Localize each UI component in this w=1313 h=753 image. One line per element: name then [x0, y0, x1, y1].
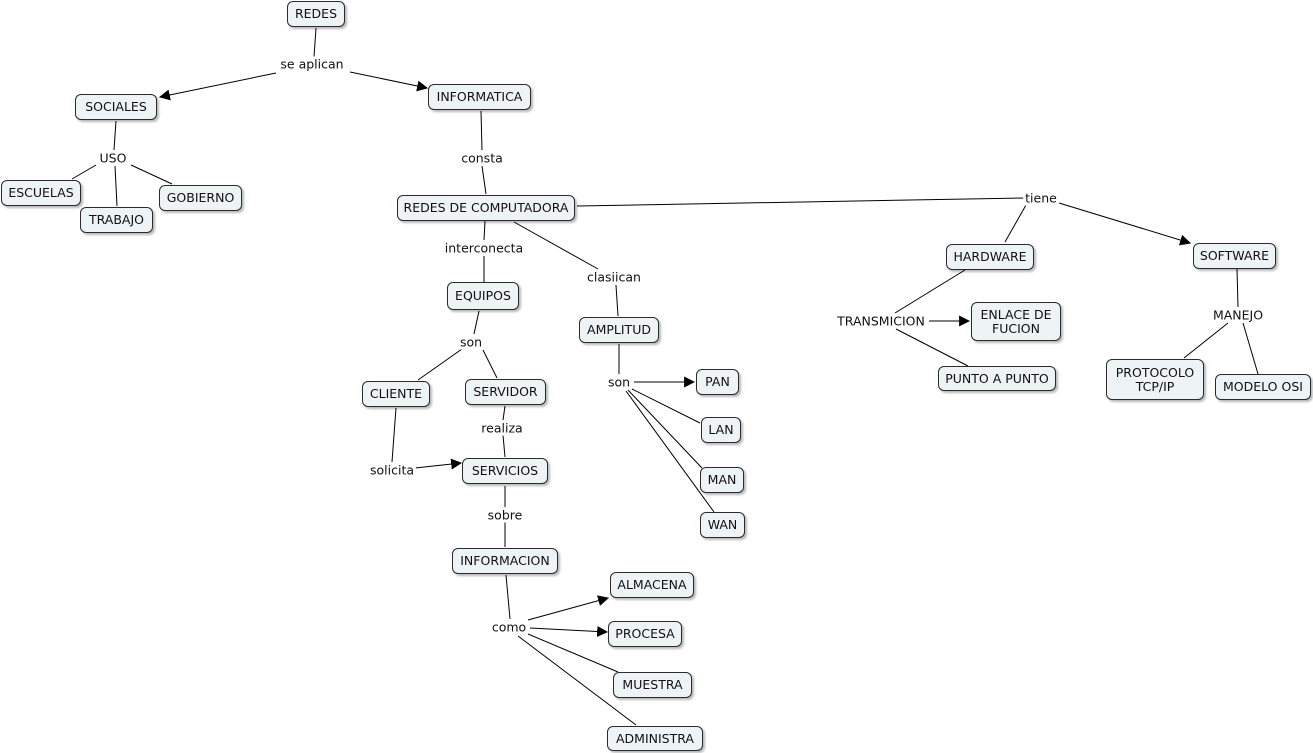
- edge-como-procesa: [529, 625, 609, 637]
- link-interconecta: interconecta: [442, 240, 526, 256]
- link-manejo: MANEJO: [1210, 307, 1266, 323]
- edge-uso-gobierno: [130, 164, 173, 185]
- edge-son-man: [627, 389, 703, 469]
- node-informatica[interactable]: INFORMATICA: [428, 84, 531, 110]
- node-software[interactable]: SOFTWARE: [1193, 243, 1276, 269]
- edge-son-wan: [625, 390, 715, 513]
- edge-solicita-servicios: [414, 458, 463, 470]
- edge-tiene-software: [1058, 202, 1192, 246]
- node-almacena[interactable]: ALMACENA: [610, 572, 694, 598]
- edge-seaplican-informatica: [349, 71, 429, 92]
- edge-software-manejo: [1236, 268, 1239, 308]
- node-cliente[interactable]: CLIENTE: [362, 381, 430, 407]
- edge-informatica-consta: [480, 110, 483, 151]
- node-redes-computadora[interactable]: REDES DE COMPUTADORA: [397, 195, 575, 221]
- edge-sociales-uso: [113, 120, 117, 151]
- link-son-amplitud: son: [605, 374, 633, 390]
- link-tiene: tiene: [1023, 190, 1059, 206]
- edge-redescomp-tiene: [576, 197, 1025, 207]
- node-sociales[interactable]: SOCIALES: [75, 94, 157, 120]
- edge-hardware-transmicion: [894, 269, 966, 314]
- edge-son-lan: [629, 387, 701, 424]
- node-procesa[interactable]: PROCESA: [608, 621, 682, 647]
- edge-servidor-realiza: [502, 405, 506, 421]
- link-transmicion: TRANSMICION: [835, 313, 927, 329]
- edge-seaplican-sociales: [158, 72, 277, 101]
- node-modelo-osi[interactable]: MODELO OSI: [1215, 374, 1311, 400]
- edge-son-cliente: [417, 348, 463, 381]
- node-man[interactable]: MAN: [700, 467, 744, 493]
- edge-manejo-modelo: [1242, 322, 1259, 375]
- edge-transmicion-punto: [895, 328, 969, 367]
- edge-equipos-son: [473, 310, 480, 335]
- link-se-aplican: se aplican: [278, 56, 346, 72]
- node-punto-a-punto[interactable]: PUNTO A PUNTO: [938, 366, 1056, 391]
- link-solicita: solicita: [367, 462, 417, 478]
- node-trabajo[interactable]: TRABAJO: [80, 207, 153, 233]
- link-como: como: [489, 619, 529, 635]
- link-realiza: realiza: [479, 420, 525, 436]
- node-enlace-de-fucion[interactable]: ENLACE DE FUCION: [971, 302, 1061, 341]
- link-consta: consta: [459, 150, 505, 166]
- node-protocolo-tcpip[interactable]: PROTOCOLO TCP/IP: [1106, 359, 1204, 400]
- edge-clasiican-amplitud: [615, 284, 619, 317]
- edge-redescomp-clasiican: [513, 221, 599, 270]
- edge-informacion-como: [505, 574, 511, 620]
- node-amplitud[interactable]: AMPLITUD: [579, 317, 659, 343]
- edge-consta-redes: [481, 165, 487, 195]
- edge-tiene-hardware: [1004, 204, 1027, 243]
- node-equipos[interactable]: EQUIPOS: [447, 282, 519, 310]
- edge-uso-trabajo: [114, 165, 118, 207]
- edge-como-almacena: [527, 595, 610, 621]
- node-hardware[interactable]: HARDWARE: [946, 244, 1034, 270]
- node-muestra[interactable]: MUESTRA: [613, 672, 692, 698]
- link-sobre: sobre: [485, 507, 525, 523]
- link-clasiican: clasiican: [585, 269, 643, 285]
- node-pan[interactable]: PAN: [696, 369, 739, 395]
- link-son-equipos: son: [457, 334, 485, 350]
- edge-uso-escuelas: [71, 164, 97, 180]
- node-escuelas[interactable]: ESCUELAS: [1, 180, 81, 206]
- edge-cliente-solicita: [391, 407, 397, 463]
- edge-manejo-protocolo: [1183, 322, 1229, 359]
- edge-realiza-servicios: [502, 434, 506, 458]
- node-gobierno[interactable]: GOBIERNO: [159, 185, 242, 211]
- node-servicios[interactable]: SERVICIOS: [462, 458, 548, 484]
- link-uso: USO: [97, 150, 129, 166]
- node-wan[interactable]: WAN: [700, 512, 745, 538]
- edge-redescomp-interconecta: [483, 220, 486, 241]
- edge-son-servidor: [482, 349, 498, 379]
- edge-como-muestra: [527, 633, 619, 673]
- node-lan[interactable]: LAN: [701, 417, 741, 443]
- edge-redes-seaplican: [313, 27, 317, 58]
- node-servidor[interactable]: SERVIDOR: [465, 379, 546, 405]
- edge-como-administra: [517, 635, 637, 726]
- node-redes[interactable]: REDES: [287, 1, 345, 27]
- node-administra[interactable]: ADMINISTRA: [607, 726, 703, 751]
- node-informacion[interactable]: INFORMACION: [452, 548, 558, 574]
